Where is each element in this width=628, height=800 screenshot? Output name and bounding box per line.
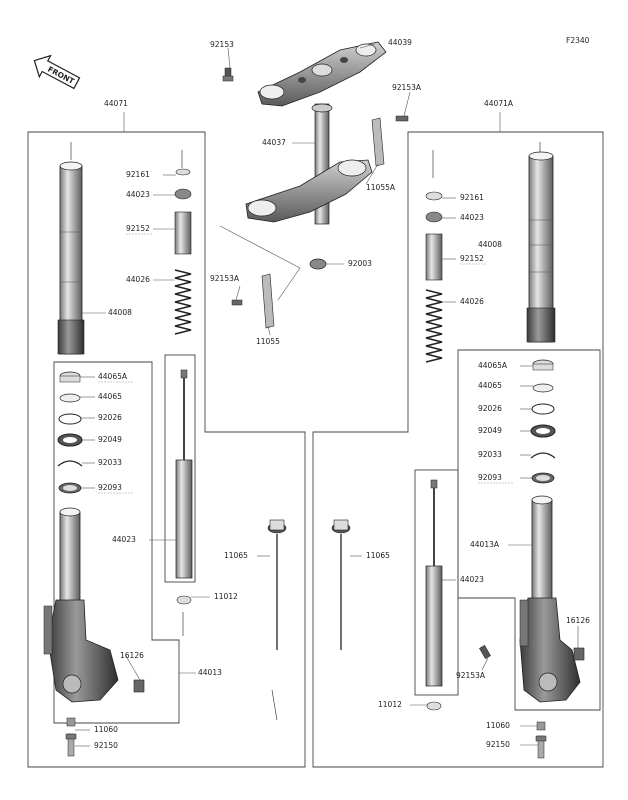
left-cartridge (174, 150, 193, 636)
left-damper-subframe (164, 354, 196, 583)
stem-bracket-link (219, 225, 301, 301)
left-spring (174, 269, 192, 335)
left-fork-frame (27, 131, 306, 768)
right-seal-stack (530, 359, 556, 484)
label-44023-mid-right: 44023 (460, 575, 484, 584)
left-axle-bolt (65, 717, 77, 757)
bolt-92153 (222, 67, 234, 82)
label-44008-left: 44008 (108, 308, 132, 317)
label-92026-left: 92026 (98, 413, 122, 422)
upper-triple-clamp (257, 41, 387, 107)
right-cartridge (425, 150, 443, 711)
label-44071a: 44071A (484, 99, 514, 108)
label-44039: 44039 (388, 38, 412, 47)
label-11065-left: 11065 (224, 551, 248, 560)
bracket-11055a (371, 115, 409, 167)
label-44023-right: 44023 (460, 213, 484, 222)
label-44013a: 44013A (470, 540, 500, 549)
left-seal-subframe (53, 361, 180, 724)
label-16126-left: 16126 (120, 651, 144, 660)
right-spring (425, 289, 443, 363)
right-fork-frame (312, 131, 604, 768)
right-adjuster-rod (331, 519, 351, 650)
bracket-11055 (231, 273, 275, 329)
label-11065-right: 11065 (366, 551, 390, 560)
label-92153a-stem: 92153A (210, 274, 240, 283)
label-92049-left: 92049 (98, 435, 122, 444)
label-44023-mid-left: 44023 (112, 535, 136, 544)
right-bolt-92153a (479, 644, 491, 660)
label-11055: 11055 (256, 337, 280, 346)
right-sensor-16126 (573, 647, 585, 661)
label-92161-right: 92161 (460, 193, 484, 202)
label-92049-right: 92049 (478, 426, 502, 435)
left-inner-tube (43, 507, 119, 703)
label-92003: 92003 (348, 259, 372, 268)
label-11060-left: 11060 (94, 725, 118, 734)
label-44065-right: 44065 (478, 381, 502, 390)
front-arrow-icon: FRONT (33, 54, 81, 90)
figure-code: F2340 (566, 36, 590, 45)
label-11055a: 11055A (366, 183, 396, 192)
right-damper-subframe (414, 469, 459, 696)
label-44026-right: 44026 (460, 297, 484, 306)
label-11060-right: 11060 (486, 721, 510, 730)
label-92033-left: 92033 (98, 458, 122, 467)
left-sensor-16126 (133, 679, 145, 693)
label-44071: 44071 (104, 99, 128, 108)
label-92150-left: 92150 (94, 741, 118, 750)
label-underlines (98, 233, 514, 494)
label-92152-left: 92152 (126, 224, 150, 233)
right-inner-tube (519, 495, 581, 703)
left-seal-stack (57, 371, 83, 494)
label-92153: 92153 (210, 40, 234, 49)
label-11012-left: 11012 (214, 592, 238, 601)
label-44013: 44013 (198, 668, 222, 677)
label-44065a-left: 44065A (98, 372, 128, 381)
label-44037: 44037 (262, 138, 286, 147)
right-outer-tube (526, 142, 556, 343)
steering-stem (245, 103, 373, 270)
label-92153a-right: 92153A (456, 671, 486, 680)
label-44065a-right: 44065A (478, 361, 508, 370)
right-axle-bolt (535, 721, 547, 759)
label-92026-right: 92026 (478, 404, 502, 413)
label-92161-left: 92161 (126, 170, 150, 179)
label-92093-right: 92093 (478, 473, 502, 482)
label-92153a-top: 92153A (392, 83, 422, 92)
part-labels: 92153 44039 92153A 44071 44071A 44037 11… (94, 38, 590, 750)
label-44023-left: 44023 (126, 190, 150, 199)
label-44008-right: 44008 (478, 240, 502, 249)
label-11012-right: 11012 (378, 700, 402, 709)
label-44026-left: 44026 (126, 275, 150, 284)
left-outer-tube (57, 142, 85, 355)
leader-lines (75, 43, 579, 747)
left-adjuster-rod (267, 519, 287, 721)
label-16126-right: 16126 (566, 616, 590, 625)
label-92150-right: 92150 (486, 740, 510, 749)
label-92093-left: 92093 (98, 483, 122, 492)
label-44065-left: 44065 (98, 392, 122, 401)
label-92033-right: 92033 (478, 450, 502, 459)
label-92152-right: 92152 (460, 254, 484, 263)
